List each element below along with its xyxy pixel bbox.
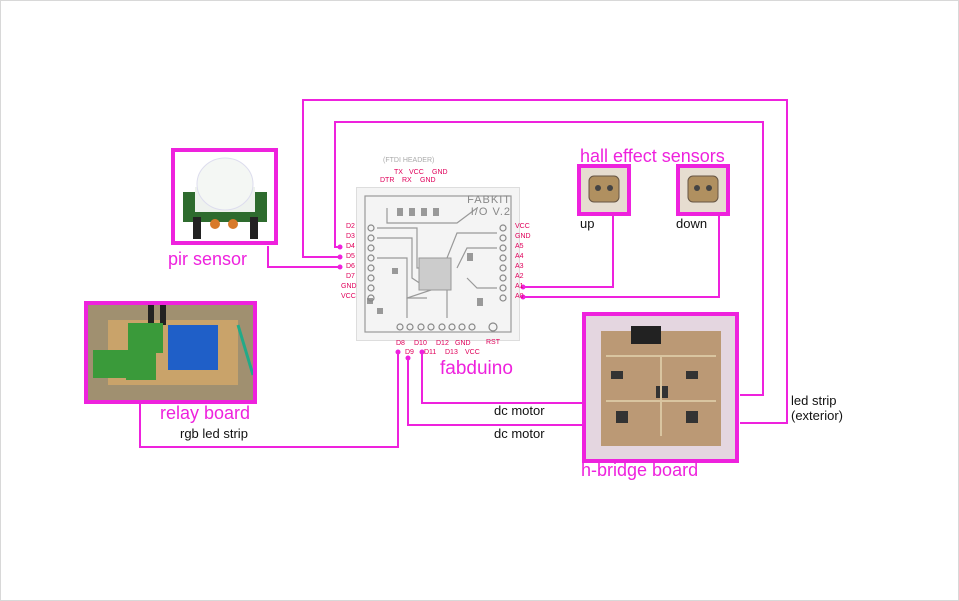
relay-board-photo (84, 301, 257, 404)
pin-gnd-top2: GND (432, 169, 448, 176)
pin-dtr: DTR (380, 177, 395, 184)
pin-d4: D4 (346, 243, 355, 250)
wire-pir-d6 (267, 246, 340, 268)
pin-d3: D3 (346, 233, 355, 240)
pin-d5: D5 (346, 253, 355, 260)
pin-gnd-left: GND (341, 283, 357, 290)
hall-sensor-down-photo (676, 164, 730, 216)
pin-vcc-bottom: VCC (465, 349, 480, 356)
board-traces (364, 195, 512, 333)
pin-a1: A1 (515, 283, 524, 290)
wire-d9-motor (407, 358, 582, 426)
pin-d6: D6 (346, 263, 355, 270)
wire-a1-hall-up (523, 215, 614, 288)
hall-sensor-up-photo (577, 164, 631, 216)
pin-a2: A2 (515, 273, 524, 280)
board-title: FABKIT I/O V.2 (467, 194, 511, 218)
rgb-led-strip-label: rgb led strip (180, 426, 248, 441)
pin-d7: D7 (346, 273, 355, 280)
hall-sensor-down-image (680, 168, 726, 212)
pin-a3: A3 (515, 263, 524, 270)
pin-vcc-right: VCC (515, 223, 530, 230)
relay-board-image (88, 305, 253, 400)
pin-d9: D9 (405, 349, 414, 356)
wire-d4-hbridge (334, 121, 764, 396)
pin-a5: A5 (515, 243, 524, 250)
hall-sensor-up-image (581, 168, 627, 212)
led-strip-exterior-label: led strip (exterior) (791, 393, 843, 423)
pin-d12: D12 (436, 340, 449, 347)
wire-a0-hall-down (523, 215, 720, 298)
wire-d8-relay (139, 352, 399, 448)
dc-motor-label-1: dc motor (494, 403, 545, 418)
pin-gnd-top1: GND (420, 177, 436, 184)
pin-rx: RX (402, 177, 412, 184)
pin-vcc-left: VCC (341, 293, 356, 300)
pin-vcc-top: VCC (409, 169, 424, 176)
h-bridge-photo (582, 312, 739, 463)
hall-down-label: down (676, 216, 708, 231)
wire-d10-motor (421, 352, 582, 404)
pin-gnd-right: GND (515, 233, 531, 240)
pir-sensor-photo (171, 148, 278, 245)
pin-a0: A0 (515, 293, 524, 300)
dc-motor-label-2: dc motor (494, 426, 545, 441)
pin-d13: D13 (445, 349, 458, 356)
relay-board-label: relay board (160, 403, 251, 423)
hall-up-label: up (580, 216, 595, 231)
fabduino-label: fabduino (440, 358, 513, 379)
pir-sensor-label: pir sensor (168, 249, 248, 269)
pin-d11: D11 (424, 349, 437, 356)
board-title-line1: FABKIT (467, 194, 511, 206)
pin-d8: D8 (396, 340, 405, 347)
pin-a4: A4 (515, 253, 524, 260)
pin-rst: RST (486, 339, 500, 346)
h-bridge-label: h-bridge board (581, 460, 699, 480)
led-strip-line2: (exterior) (791, 408, 844, 423)
pin-d2: D2 (346, 223, 355, 230)
board-title-line2: I/O V.2 (470, 206, 511, 218)
pin-gnd-bottom: GND (455, 340, 471, 347)
h-bridge-image (586, 316, 735, 459)
wire-d5-led-exterior (302, 99, 788, 424)
fabduino-board: FABKIT I/O V.2 (356, 187, 520, 341)
led-strip-line1: led strip (791, 393, 837, 408)
pir-sensor-image (183, 157, 267, 239)
pin-tx: TX (394, 169, 403, 176)
ftdi-header-label: (FTDI HEADER) (383, 157, 435, 164)
pin-d10: D10 (414, 340, 427, 347)
hall-sensors-label: hall effect sensors (580, 146, 725, 166)
